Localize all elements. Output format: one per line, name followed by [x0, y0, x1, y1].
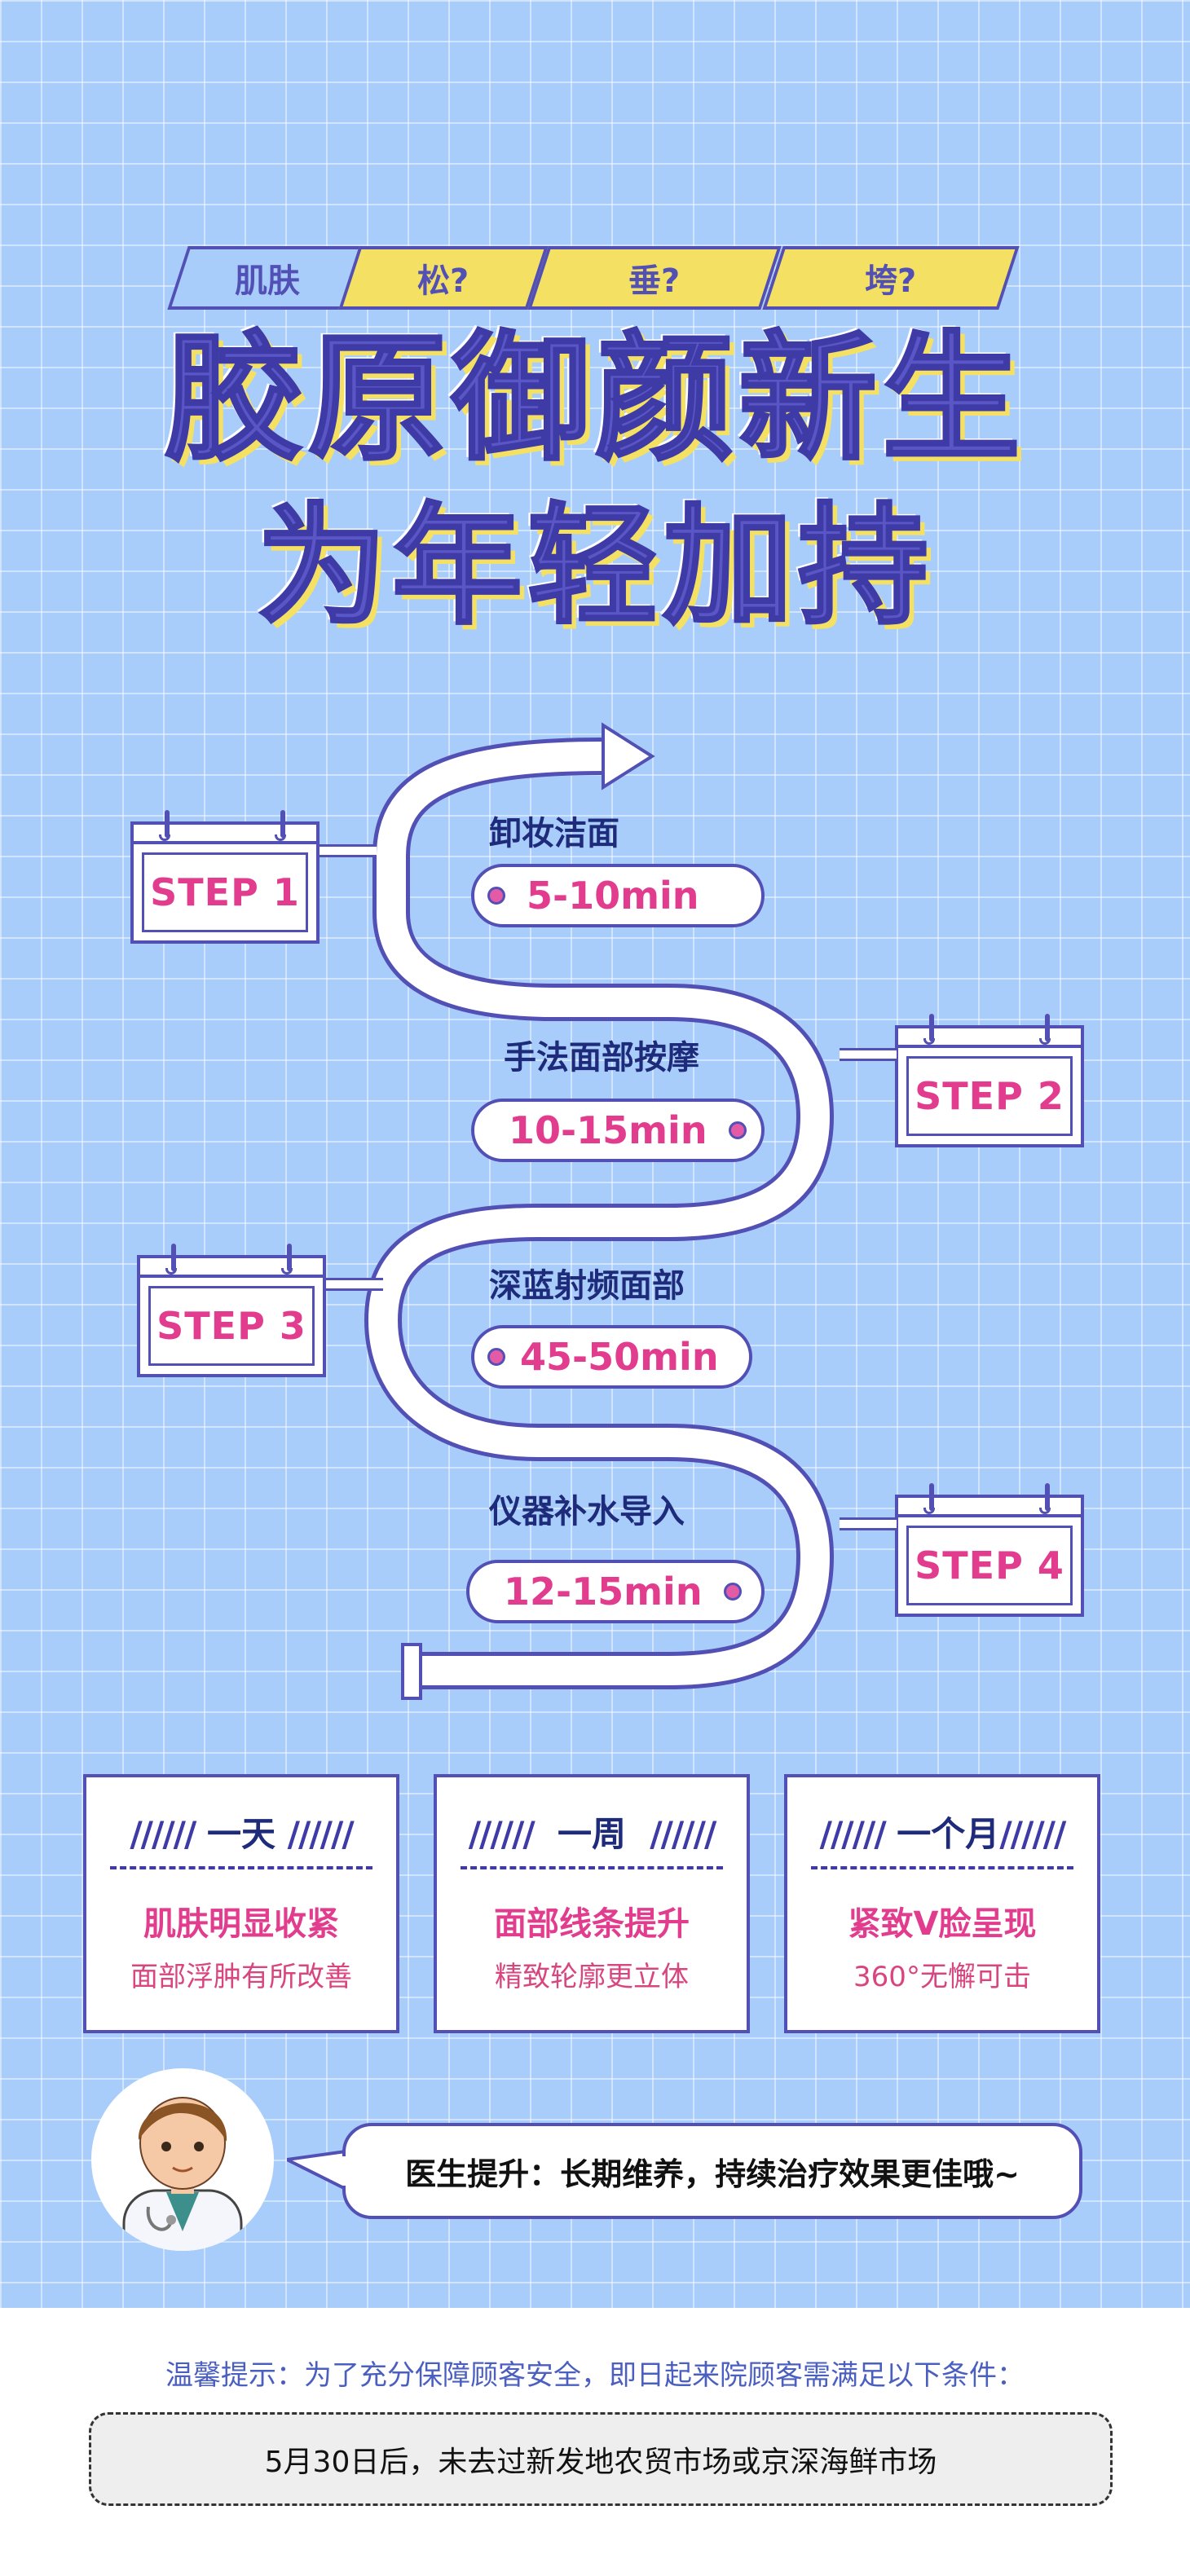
result-card-month-main: 紧致V脸呈现 — [848, 1905, 1037, 1943]
step-2-calendar: STEP 2 — [895, 1014, 1084, 1147]
doctor-tip-bubble: 医生提升：长期维养，持续治疗效果更佳哦~ — [342, 2123, 1082, 2219]
step-1-title: 卸妆洁面 — [489, 815, 619, 852]
step-1-duration-text: 5-10min — [527, 874, 699, 918]
step-2-connector — [840, 1048, 897, 1061]
step-4-dot — [723, 1583, 742, 1601]
result-card-week-head: ////// 一周 ////// — [468, 1814, 717, 1854]
result-card-day-sub: 面部浮肿有所改善 — [130, 1961, 352, 1993]
notice-text: 温馨提示：为了充分保障顾客安全，即日起来院顾客需满足以下条件： — [165, 2359, 1025, 2392]
step-4-label: STEP 4 — [915, 1543, 1064, 1587]
doctor-illustration-icon — [122, 2097, 243, 2251]
step-4-connector — [840, 1517, 897, 1530]
doctor-avatar — [91, 2068, 274, 2251]
step-3-calendar: STEP 3 — [137, 1244, 326, 1377]
step-4-duration: 12-15min — [466, 1560, 765, 1623]
step-1-dot — [487, 887, 505, 905]
result-card-month: ////// 一个月////// 紧致V脸呈现 360°无懈可击 — [784, 1774, 1100, 2033]
bubble-tail-cover — [342, 2156, 352, 2186]
step-4-calendar: STEP 4 — [895, 1483, 1084, 1617]
step-4-title: 仪器补水导入 — [489, 1493, 685, 1530]
step-2-title: 手法面部按摩 — [504, 1039, 699, 1077]
step-3-dot — [487, 1348, 505, 1366]
timeline-path — [364, 722, 834, 1700]
doctor-tip-text: 医生提升：长期维养，持续治疗效果更佳哦~ — [405, 2155, 1020, 2192]
condition-text: 5月30日后，未去过新发地农贸市场或京深海鲜市场 — [264, 2445, 937, 2479]
step-3-duration: 45-50min — [471, 1325, 752, 1389]
step-1-calendar: STEP 1 — [130, 810, 320, 944]
step-2-duration: 10-15min — [471, 1099, 765, 1162]
condition-box: 5月30日后，未去过新发地农贸市场或京深海鲜市场 — [89, 2412, 1113, 2506]
step-3-duration-text: 45-50min — [520, 1335, 719, 1379]
step-3-title: 深蓝射频面部 — [489, 1267, 685, 1305]
result-card-week-sub: 精致轮廓更立体 — [495, 1961, 689, 1993]
result-card-day-main: 肌肤明显收紧 — [143, 1905, 339, 1943]
step-1-duration: 5-10min — [471, 864, 765, 927]
step-2-label: STEP 2 — [915, 1074, 1064, 1118]
step-3-label: STEP 3 — [156, 1304, 306, 1348]
result-card-day-head: ////// 一天 ////// — [130, 1814, 354, 1854]
result-card-month-sub: 360°无懈可击 — [853, 1961, 1031, 1993]
result-card-week-main: 面部线条提升 — [494, 1905, 690, 1943]
step-1-label: STEP 1 — [150, 870, 300, 914]
headline-line1: 胶原御颜新生 — [163, 318, 1025, 482]
result-card-month-head: ////// 一个月////// — [819, 1814, 1067, 1854]
result-card-day: ////// 一天 ////// 肌肤明显收紧 面部浮肿有所改善 — [83, 1774, 399, 2033]
headline-line2: 为年轻加持 — [255, 489, 933, 644]
step-2-duration-text: 10-15min — [509, 1108, 707, 1152]
step-1-connector — [320, 844, 377, 857]
step-4-duration-text: 12-15min — [504, 1570, 703, 1614]
result-card-week: ////// 一周 ////// 面部线条提升 精致轮廓更立体 — [434, 1774, 750, 2033]
step-3-connector — [326, 1278, 383, 1291]
step-2-dot — [728, 1121, 747, 1139]
